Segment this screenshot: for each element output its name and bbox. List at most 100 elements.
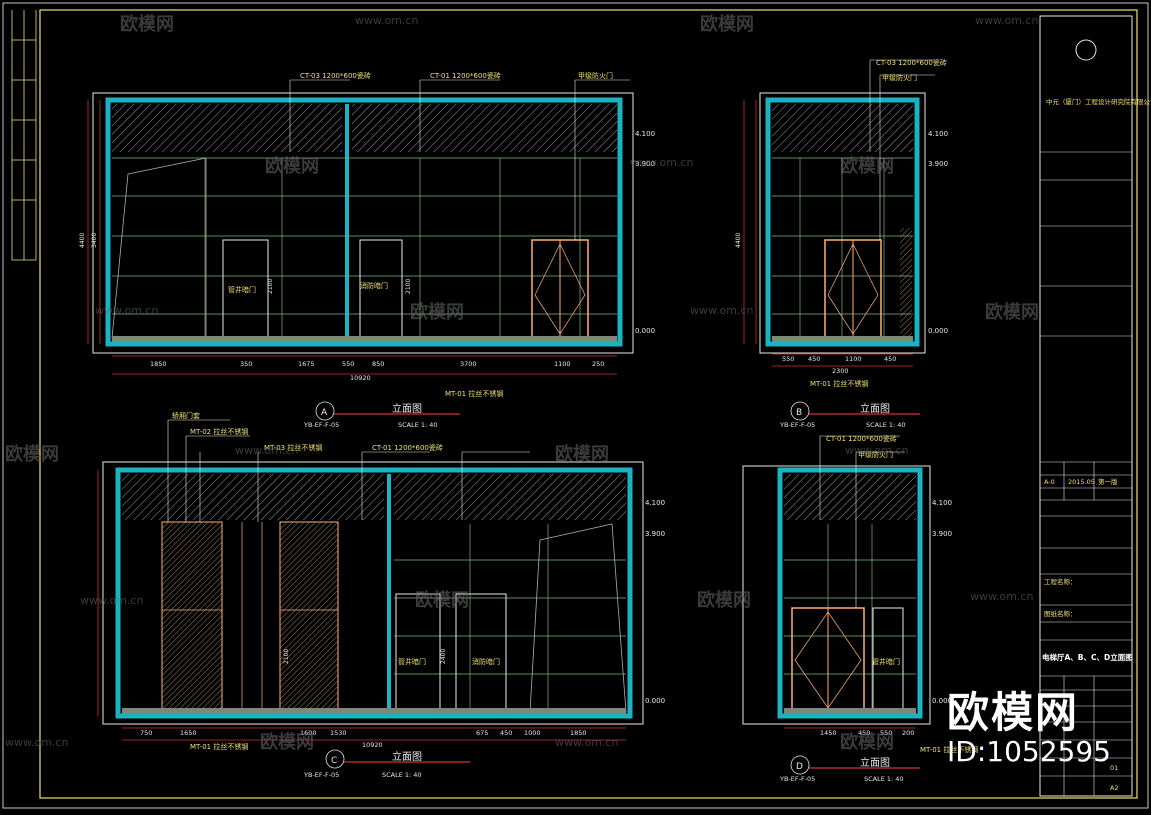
elev-a-scale: SCALE 1: 40 — [398, 421, 438, 429]
dim-a-door2-h: 2100 — [405, 279, 412, 294]
watermark-brand: 欧模网 — [415, 589, 469, 611]
watermark-brand: 欧模网 — [555, 443, 609, 465]
watermark-url: www.om.cn — [80, 594, 143, 607]
elevation-d: CT-01 1200*600瓷砖 甲级防火门 管井暗门 MT-01 拉丝不锈钢 … — [742, 434, 978, 783]
dim-c-2: 1650 — [180, 729, 197, 737]
level-d-floor: 0.000 — [932, 697, 952, 705]
dim-d-2: 450 — [858, 729, 870, 737]
dim-b-total: 2300 — [832, 367, 849, 375]
title-block: 中元（厦门）工程设计研究院有限公司 A-0 2015.05 第一版 工程名称： … — [1039, 15, 1151, 797]
note-a-ct01: CT-01 1200*600瓷砖 — [430, 71, 501, 80]
dim-d-4: 200 — [902, 729, 914, 737]
note-a-ct03: CT-03 1200*600瓷砖 — [300, 71, 371, 80]
dim-c-door1-h: 2400 — [440, 649, 447, 664]
note-d-door: 管井暗门 — [872, 657, 900, 666]
dim-c-total: 10920 — [362, 741, 383, 749]
dim-c-3: 1600 — [300, 729, 317, 737]
dim-a-height: 4400 — [79, 233, 86, 248]
dim-c-7: 1000 — [524, 729, 541, 737]
note-b-firedoor: 甲级防火门 — [882, 73, 917, 82]
note-d-mt01: MT-01 拉丝不锈钢 — [920, 745, 978, 754]
watermark-url: www.om.cn — [845, 444, 908, 457]
dim-b-height: 4400 — [735, 233, 742, 248]
om-brand-text: 欧模网 — [947, 688, 1080, 737]
dim-a-7: 1100 — [554, 360, 571, 368]
watermark-brand: 欧模网 — [840, 731, 894, 753]
watermark-brand: 欧模网 — [697, 589, 751, 611]
watermark-url: www.om.cn — [555, 736, 618, 749]
elev-b-ref: YB-EF-F-05 — [779, 421, 815, 429]
elev-c-tag: C — [331, 756, 337, 766]
level-c-floor: 0.000 — [645, 697, 665, 705]
note-c-door1: 管井暗门 — [398, 657, 426, 666]
note-c-mt02: MT-02 拉丝不锈钢 — [190, 427, 248, 436]
watermark-url: www.om.cn — [690, 304, 753, 317]
dim-a-ceiling: 3400 — [91, 233, 98, 248]
watermark-url: www.om.cn — [355, 14, 418, 27]
dim-b-1: 550 — [782, 355, 794, 363]
note-c-ct01: CT-01 1200*600瓷砖 — [372, 443, 443, 452]
note-b-ct03: CT-03 1200*600瓷砖 — [876, 58, 947, 67]
watermark-brand: 欧模网 — [120, 13, 174, 35]
elevation-b: CT-03 1200*600瓷砖 甲级防火门 MT-01 拉丝不锈钢 4.100… — [735, 58, 948, 429]
dim-a-total: 10920 — [350, 374, 371, 382]
om-id-label: ID:1052595 — [947, 735, 1111, 768]
elev-d-scale: SCALE 1: 40 — [864, 775, 904, 783]
watermark-url: www.om.cn — [975, 14, 1038, 27]
dim-b-4: 450 — [884, 355, 896, 363]
dim-c-1: 750 — [140, 729, 152, 737]
note-a-mt01: MT-01 拉丝不锈钢 — [445, 389, 503, 398]
watermark-brand: 欧模网 — [260, 731, 314, 753]
level-b-ceiling: 3.900 — [928, 160, 948, 168]
watermark-brand: 欧模网 — [410, 301, 464, 323]
level-d-ceiling: 3.900 — [932, 530, 952, 538]
dim-a-5: 850 — [372, 360, 384, 368]
watermark-url: www.om.cn — [5, 736, 68, 749]
watermark-brand: 欧模网 — [985, 301, 1039, 323]
watermark-brand: 欧模网 — [700, 13, 754, 35]
note-a-door2: 消防暗门 — [360, 281, 388, 290]
sheet-inner-frame — [39, 9, 1138, 799]
elevation-c: 管井暗门 消防暗门 轿厢门套 MT-02 拉丝不锈钢 MT-03 拉丝不锈钢 C… — [97, 411, 665, 779]
elev-b-title: 立面图 — [860, 402, 890, 415]
note-a-door1: 管井暗门 — [228, 285, 256, 294]
dim-c-8: 1850 — [570, 729, 587, 737]
company-name: 中元（厦门）工程设计研究院有限公司 — [1046, 97, 1151, 106]
dim-a-door1-h: 2100 — [267, 279, 274, 294]
note-c-mt03: MT-03 拉丝不锈钢 — [264, 443, 322, 452]
elev-a-title: 立面图 — [392, 402, 422, 415]
dim-a-6: 3700 — [460, 360, 477, 368]
dim-c-door-h: 2100 — [283, 649, 290, 664]
dim-d-3: 550 — [880, 729, 892, 737]
company-logo-icon — [1075, 39, 1097, 61]
level-a-floor: 0.000 — [635, 327, 655, 335]
watermark-url: www.om.cn — [95, 304, 158, 317]
level-c-ceiling: 3.900 — [645, 530, 665, 538]
tb-drawing-title: 电梯厅A、B、C、D立面图 — [1042, 652, 1133, 662]
dim-c-6: 450 — [500, 729, 512, 737]
note-c-door2: 消防暗门 — [472, 657, 500, 666]
dim-d-1: 1450 — [820, 729, 837, 737]
dim-a-2: 350 — [240, 360, 252, 368]
dim-b-3: 1100 — [845, 355, 862, 363]
elev-b-scale: SCALE 1: 40 — [866, 421, 906, 429]
tb-rev: A-0 — [1044, 478, 1055, 486]
note-c-frame: 轿厢门套 — [172, 411, 200, 420]
note-a-firedoor: 甲级防火门 — [578, 71, 613, 80]
dim-a-8: 250 — [592, 360, 604, 368]
elev-a-tag: A — [321, 408, 328, 418]
note-b-mt01: MT-01 拉丝不锈钢 — [810, 379, 868, 388]
tb-edition: 第一版 — [1098, 477, 1118, 486]
level-a-ceiling: 3.900 — [635, 160, 655, 168]
watermark-brand: 欧模网 — [265, 155, 319, 177]
dim-a-4: 550 — [342, 360, 354, 368]
tb-drawing-label: 图纸名称： — [1044, 609, 1077, 618]
note-d-firedoor: 甲级防火门 — [858, 450, 893, 459]
dim-b-2: 450 — [808, 355, 820, 363]
watermark-brand: 欧模网 — [840, 155, 894, 177]
binding-strip — [11, 10, 37, 261]
dim-a-3: 1675 — [298, 360, 315, 368]
elev-d-title: 立面图 — [860, 756, 890, 769]
